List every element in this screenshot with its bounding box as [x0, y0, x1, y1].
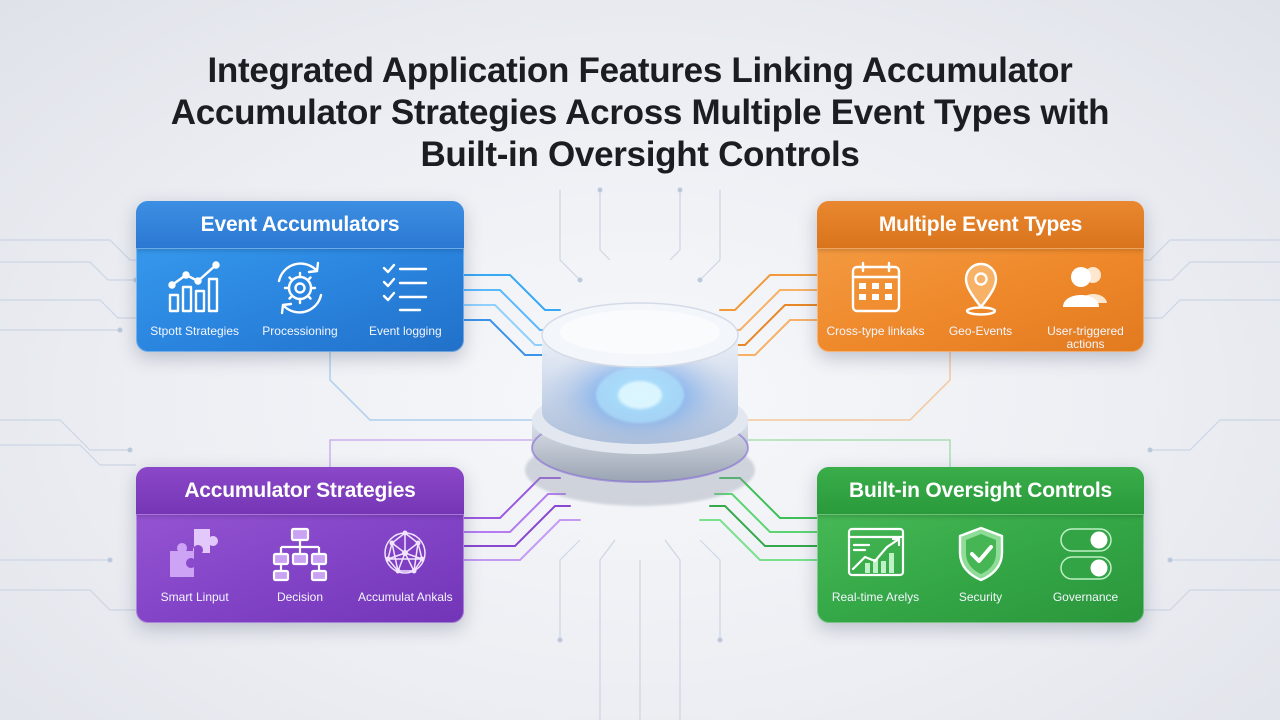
card-title: Multiple Event Types: [817, 201, 1144, 249]
shield-check-icon: [958, 526, 1003, 582]
feature-label: Accumulat Ankals: [357, 590, 453, 604]
feature-label: Event logging: [368, 324, 442, 338]
feature-label: Smart Linput: [160, 590, 229, 604]
card-title: Event Accumulators: [136, 201, 464, 249]
feature-event-logging: Event logging: [353, 259, 458, 338]
oversight-controls-card: Built-in Oversight Controls Real-time Ar…: [817, 467, 1144, 623]
feature-processioning: Processioning: [247, 259, 352, 338]
feature-decision: Decision: [247, 525, 352, 604]
flowchart-icon: [272, 527, 328, 582]
accumulator-strategies-card: Accumulator Strategies Smart Linput Deci…: [136, 467, 464, 623]
page-title: Integrated Application Features Linking …: [100, 50, 1180, 176]
feature-governance: Governance: [1033, 525, 1138, 604]
feature-label: Real-time Arelys: [831, 590, 920, 604]
feature-label: Governance: [1052, 590, 1119, 604]
feature-smart-input: Smart Linput: [142, 525, 247, 604]
feature-label: Processioning: [262, 324, 338, 338]
gear-cycle-icon: [277, 261, 323, 315]
checklist-icon: [383, 263, 428, 312]
feature-cross-type-links: Cross-type linkaks: [823, 259, 928, 338]
title-line-1: Integrated Application Features Linking …: [207, 51, 1073, 90]
feature-user-triggered-actions: User-triggered actions: [1033, 259, 1138, 351]
bar-chart-icon: [167, 261, 220, 313]
feature-label: User-triggered actions: [1047, 324, 1124, 351]
feature-real-time-analysis: Real-time Arelys: [823, 525, 928, 604]
feature-security: Security: [928, 525, 1033, 604]
feature-label: Stpott Strategies: [150, 324, 240, 338]
feature-accumulator-analytics: Accumulat Ankals: [353, 525, 458, 604]
network-icon: [384, 530, 427, 574]
toggle-switches-icon: [1059, 528, 1112, 580]
central-hub: [525, 302, 755, 506]
location-pin-icon: [964, 262, 997, 316]
feature-geo-events: Geo-Events: [928, 259, 1033, 338]
users-icon: [1062, 267, 1107, 307]
feature-label: Cross-type linkaks: [826, 324, 925, 338]
analytics-chart-icon: [847, 527, 904, 577]
card-title: Accumulator Strategies: [136, 467, 464, 515]
feature-label: Security: [958, 590, 1003, 604]
title-line-2: Accumulator Strategies Across Multiple E…: [170, 93, 1110, 132]
multiple-event-types-card: Multiple Event Types Cross-type linkaks …: [817, 201, 1144, 352]
feature-label: Decision: [276, 590, 323, 604]
puzzle-icon: [169, 529, 218, 577]
feature-support-strategies: Stpott Strategies: [142, 259, 247, 338]
feature-label: Geo-Events: [948, 324, 1013, 338]
card-title: Built-in Oversight Controls: [817, 467, 1144, 515]
calendar-icon: [851, 261, 900, 313]
title-line-3: Built-in Oversight Controls: [420, 135, 860, 174]
event-accumulators-card: Event Accumulators Stpott Strategies: [136, 201, 464, 352]
